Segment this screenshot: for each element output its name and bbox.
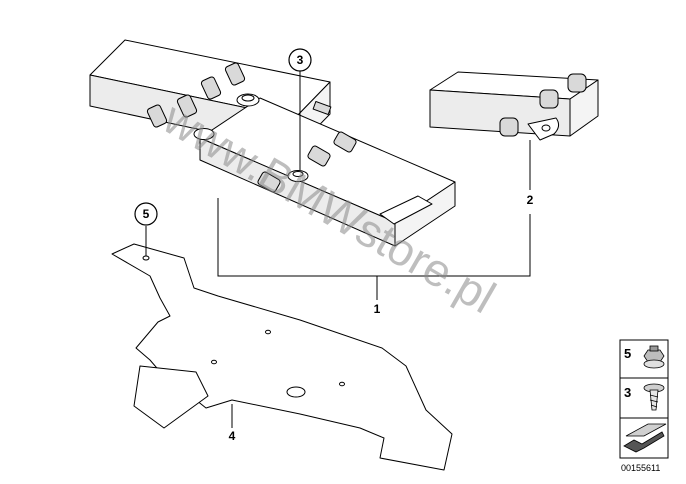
small-clip xyxy=(312,101,332,115)
mount-hole xyxy=(339,381,345,387)
mount-hole xyxy=(541,124,551,132)
mount-hole xyxy=(241,94,255,102)
callout-5-label: 5 xyxy=(143,207,150,221)
antenna-connector xyxy=(257,131,357,193)
antenna-connector xyxy=(146,62,246,128)
leader-1 xyxy=(217,198,531,277)
screw-icon xyxy=(643,383,665,411)
mount-hole xyxy=(286,386,306,398)
antenna-connector xyxy=(499,73,587,137)
mount-hole xyxy=(142,255,150,261)
plug-socket xyxy=(379,195,433,225)
mount-hole xyxy=(292,171,304,177)
callout-1-label: 1 xyxy=(374,302,381,316)
mount-hole xyxy=(265,329,271,335)
mount-tab xyxy=(527,117,560,141)
mount-hole xyxy=(193,128,215,140)
diagram-number: 00155611 xyxy=(621,463,660,473)
callout-5: 5 xyxy=(134,202,158,226)
legend-label-5: 5 xyxy=(624,346,631,361)
mounting-bracket xyxy=(111,243,453,471)
callout-4-label: 4 xyxy=(229,429,236,443)
mount-hole xyxy=(211,359,217,365)
legend-cell-3 xyxy=(619,377,669,419)
legend-label-3: 3 xyxy=(624,385,631,400)
hex-nut-icon xyxy=(643,345,665,369)
module-front-end xyxy=(394,181,456,247)
module2-end xyxy=(569,79,599,137)
callout-2-label: 2 xyxy=(527,193,534,207)
control-module-assembly xyxy=(89,39,456,247)
leader-lines xyxy=(145,70,531,428)
callout-3-label: 3 xyxy=(297,53,304,67)
callout-3: 3 xyxy=(288,48,312,72)
bracket-flap xyxy=(133,365,209,429)
mount-hole xyxy=(236,93,260,107)
antenna-amplifier-module xyxy=(429,71,599,141)
bracket-body xyxy=(111,243,453,471)
arrow-symbol-icon xyxy=(623,423,667,453)
